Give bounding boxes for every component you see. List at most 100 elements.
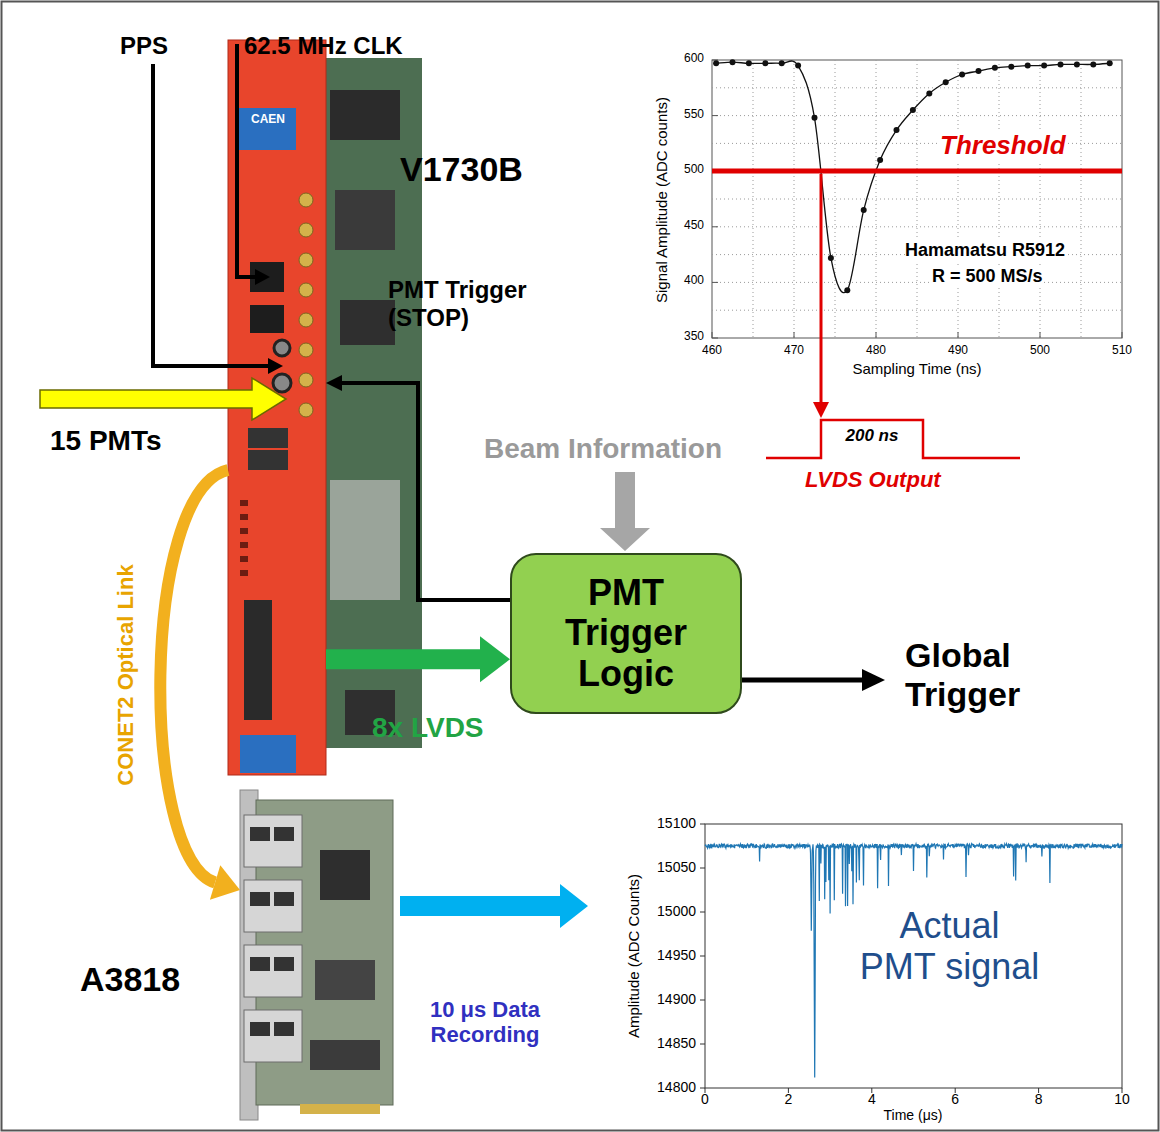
connector-line [342, 383, 510, 600]
sample-point [1090, 61, 1096, 67]
sample-point [1025, 63, 1031, 69]
grid-line [712, 199, 1122, 200]
brand-label: CAEN [240, 113, 296, 127]
tick-mark [700, 912, 705, 913]
global-trigger-arrow [742, 669, 885, 691]
controller-card-art [240, 790, 393, 1120]
tick-label: 4 [852, 1091, 892, 1107]
sample-point [762, 60, 768, 66]
tick-mark [700, 956, 705, 957]
tick-label: 6 [935, 1091, 975, 1107]
board-name: V1730B [400, 150, 523, 189]
grid-line [712, 115, 1122, 116]
tick-label: 450 [660, 219, 704, 233]
axis-title: Time (μs) [858, 1107, 968, 1123]
controller-card: A3818 [240, 790, 395, 1120]
tick-mark [700, 868, 705, 869]
connector [160, 470, 240, 900]
tick-mark [958, 332, 959, 338]
sample-point [779, 60, 785, 66]
grid-line [835, 60, 836, 338]
tick-label: 14850 [640, 1035, 696, 1051]
connector [326, 636, 510, 682]
grid-line [794, 60, 795, 338]
sample-point [1008, 64, 1014, 70]
link-label: CONET2 Optical Link [113, 564, 138, 785]
connector-line [160, 470, 228, 883]
sample-point [713, 60, 719, 66]
tick-mark [712, 226, 718, 227]
grid-line [712, 87, 1122, 88]
sample-point [894, 127, 900, 133]
tick-label: 480 [856, 344, 896, 358]
tick-label: 550 [660, 108, 704, 122]
tick-label: 14800 [640, 1079, 696, 1095]
plot-frame [705, 824, 1122, 1088]
threshold-marks [712, 171, 1122, 458]
tick-label: 15000 [640, 903, 696, 919]
tick-label: 460 [692, 344, 732, 358]
sample-point [828, 255, 834, 261]
grid-line [712, 171, 1122, 172]
annotation: R = 500 MS/s [932, 266, 1043, 287]
sample-point [910, 107, 916, 113]
sample-point [730, 59, 736, 65]
tick-mark [794, 332, 795, 338]
output-label: Global Trigger [905, 636, 1070, 714]
pmt-trace [705, 844, 1122, 1078]
grid-line [712, 226, 1122, 227]
tick-label: 500 [1020, 344, 1060, 358]
tick-mark [700, 824, 705, 825]
tick-mark [876, 332, 877, 338]
input-wires [40, 44, 286, 420]
sample-point [1074, 61, 1080, 67]
tick-mark [1122, 332, 1123, 338]
grid-line [999, 60, 1000, 338]
threshold-label: Threshold [940, 131, 1066, 161]
sample-point [1107, 60, 1113, 66]
tick-label: 490 [938, 344, 978, 358]
axis-title: Signal Amplitude (ADC counts) [653, 97, 670, 303]
input-label: 15 PMTs [50, 425, 162, 457]
sample-point [1041, 63, 1047, 69]
tick-label: 500 [660, 163, 704, 177]
annotation: 10 μs Data Recording [408, 997, 562, 1048]
plots [700, 59, 1122, 1093]
sample-point [877, 157, 883, 163]
sample-point [844, 287, 850, 293]
plot-annotation: Actual PMT signal [858, 905, 1041, 988]
sample-point [992, 65, 998, 71]
sample-point [976, 68, 982, 74]
signal-name: 62.5 MHz CLK [244, 32, 403, 60]
digitizer-board: V1730B [228, 40, 326, 775]
sample-point [943, 79, 949, 85]
plot-frame [712, 60, 1122, 338]
sample-point [1058, 61, 1064, 67]
arrowhead [480, 636, 510, 682]
tick-label: 0 [685, 1091, 725, 1107]
tick-label: 14900 [640, 991, 696, 1007]
output-label: LVDS Output [805, 467, 941, 492]
sample-point [746, 60, 752, 66]
tick-mark [700, 1088, 705, 1089]
annotation: Hamamatsu R5912 [905, 240, 1065, 261]
axis-title: Amplitude (ADC Counts) [625, 874, 642, 1038]
tick-label: 10 [1102, 1091, 1142, 1107]
tick-label: 8 [1019, 1091, 1059, 1107]
tick-mark [712, 282, 718, 283]
signal-name: PPS [120, 32, 168, 60]
tick-label: 470 [774, 344, 814, 358]
bus-label: 8x LVDS [372, 712, 484, 744]
tick-mark [712, 60, 718, 61]
input-label: Beam Information [484, 433, 722, 465]
connector-line [326, 649, 480, 669]
tick-label: 14950 [640, 947, 696, 963]
beam-arrow [600, 472, 650, 551]
signal-label: PMT Trigger (STOP) [388, 276, 603, 331]
tick-label: 2 [768, 1091, 808, 1107]
tick-label: 15050 [640, 859, 696, 875]
data-arrow [400, 884, 588, 928]
sample-point [795, 63, 801, 69]
waveform [716, 61, 1110, 293]
